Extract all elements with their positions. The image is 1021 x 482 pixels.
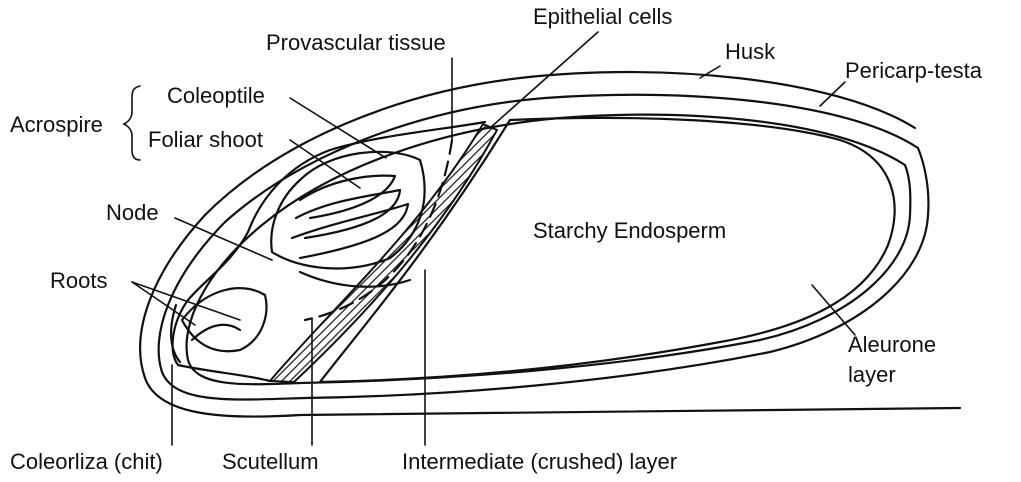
label-coleoptile: Coleoptile <box>167 83 265 108</box>
acrospire-brace <box>124 86 140 160</box>
root-upper <box>182 288 266 351</box>
label-starchy-endosperm: Starchy Endosperm <box>533 218 726 243</box>
label-coleorhiza: Coleorliza (chit) <box>10 449 163 474</box>
leader-aleurone-layer <box>812 285 855 335</box>
label-foliar-shoot: Foliar shoot <box>148 127 263 152</box>
label-scutellum: Scutellum <box>222 449 319 474</box>
root-lower <box>192 325 240 340</box>
label-husk: Husk <box>725 39 776 64</box>
label-provascular-tissue: Provascular tissue <box>266 30 446 55</box>
label-epithelial-cells: Epithelial cells <box>533 4 672 29</box>
label-node: Node <box>106 200 159 225</box>
label-intermediate-layer: Intermediate (crushed) layer <box>402 449 677 474</box>
label-aleurone-line2: layer <box>848 362 896 387</box>
husk-outline <box>140 72 960 417</box>
leader-pericarp-testa <box>820 82 845 106</box>
label-acrospire: Acrospire <box>10 112 103 137</box>
label-aleurone-line1: Aleurone <box>848 332 936 357</box>
label-roots: Roots <box>50 268 107 293</box>
aleurone-outline <box>187 115 911 385</box>
pericarp-testa-outline <box>159 95 929 400</box>
label-pericarp-testa: Pericarp-testa <box>845 58 983 83</box>
